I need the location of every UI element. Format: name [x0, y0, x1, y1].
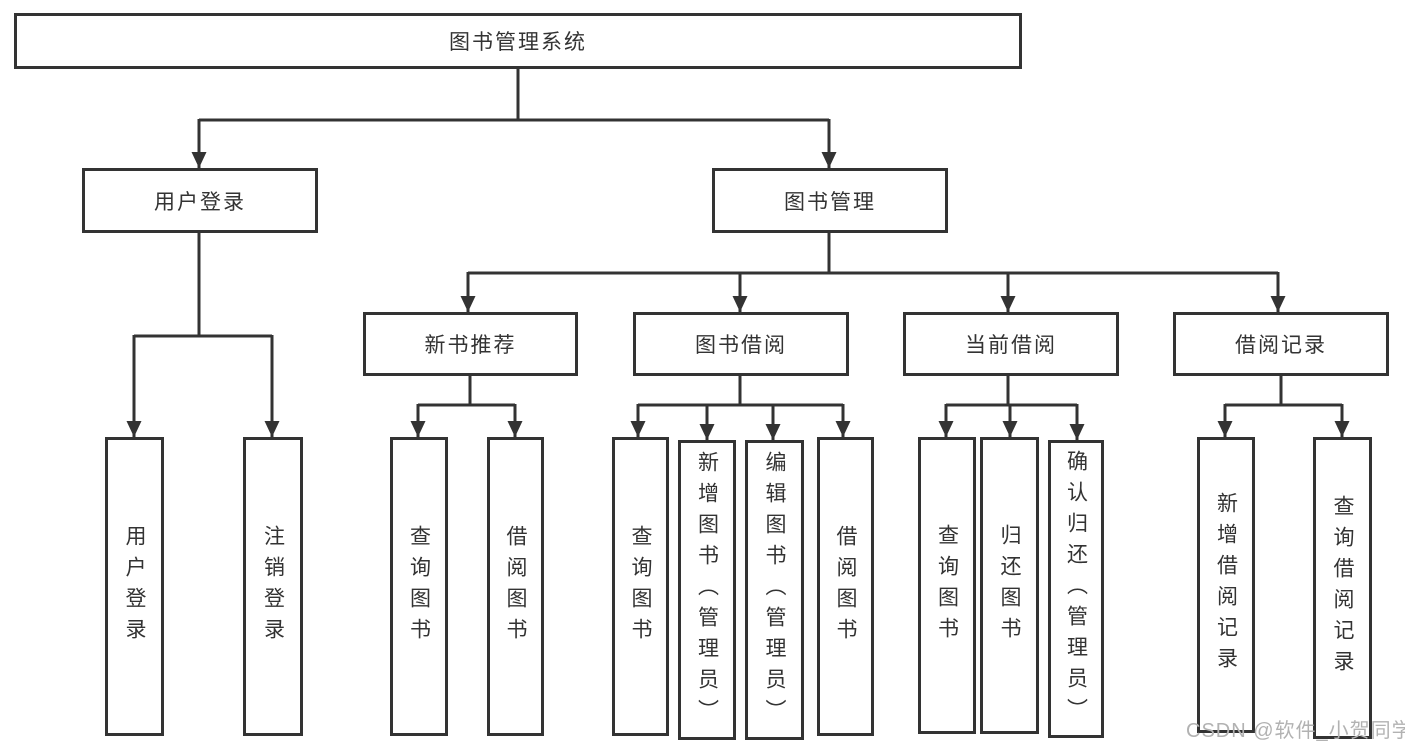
- leaf-borrow-borrow: 借阅图书: [817, 437, 874, 736]
- leaf-newbooks-borrow: 借阅图书: [487, 437, 544, 736]
- leaf-current-query-label: 查询图书: [935, 523, 959, 648]
- node-book-mgmt-label: 图书管理: [784, 190, 876, 214]
- leaf-current-confirm-admin: 确认归还（管理员）: [1048, 440, 1104, 738]
- node-borrow-records: 借阅记录: [1173, 312, 1389, 376]
- leaf-newbooks-borrow-label: 借阅图书: [504, 524, 528, 649]
- leaf-borrow-add-admin-label: 新增图书（管理员）: [695, 450, 719, 730]
- node-book-mgmt: 图书管理: [712, 168, 948, 233]
- leaf-current-confirm-admin-label: 确认归还（管理员）: [1064, 449, 1088, 729]
- leaf-current-return: 归还图书: [980, 437, 1039, 734]
- node-new-books-label: 新书推荐: [424, 334, 517, 357]
- node-new-books: 新书推荐: [363, 312, 578, 376]
- node-user-login-label: 用户登录: [154, 190, 246, 214]
- node-current-borrow-label: 当前借阅: [965, 334, 1057, 357]
- leaf-logout: 注销登录: [243, 437, 303, 736]
- leaf-borrow-borrow-label: 借阅图书: [834, 524, 858, 649]
- leaf-user-login: 用户登录: [105, 437, 164, 736]
- leaf-borrow-edit-admin: 编辑图书（管理员）: [745, 440, 804, 740]
- leaf-borrow-query-label: 查询图书: [629, 524, 653, 649]
- leaf-current-return-label: 归还图书: [998, 523, 1022, 648]
- leaf-logout-label: 注销登录: [261, 524, 285, 649]
- node-book-borrow-label: 图书借阅: [695, 334, 787, 357]
- leaf-records-query: 查询借阅记录: [1313, 437, 1372, 739]
- node-current-borrow: 当前借阅: [903, 312, 1119, 376]
- leaf-records-add: 新增借阅记录: [1197, 437, 1255, 733]
- node-user-login: 用户登录: [82, 168, 318, 233]
- leaf-newbooks-query-label: 查询图书: [407, 524, 431, 649]
- node-book-borrow: 图书借阅: [633, 312, 849, 376]
- leaf-borrow-edit-admin-label: 编辑图书（管理员）: [763, 450, 787, 730]
- node-root-label: 图书管理系统: [449, 31, 587, 54]
- node-root: 图书管理系统: [14, 13, 1022, 69]
- leaf-current-query: 查询图书: [918, 437, 976, 734]
- leaf-user-login-label: 用户登录: [123, 524, 147, 649]
- leaf-newbooks-query: 查询图书: [390, 437, 448, 736]
- leaf-borrow-query: 查询图书: [612, 437, 669, 736]
- leaf-borrow-add-admin: 新增图书（管理员）: [678, 440, 736, 740]
- leaf-records-add-label: 新增借阅记录: [1214, 492, 1238, 678]
- leaf-records-query-label: 查询借阅记录: [1331, 495, 1355, 681]
- node-borrow-records-label: 借阅记录: [1235, 334, 1327, 357]
- csdn-watermark: CSDN @软件_小贺同学: [1186, 720, 1405, 742]
